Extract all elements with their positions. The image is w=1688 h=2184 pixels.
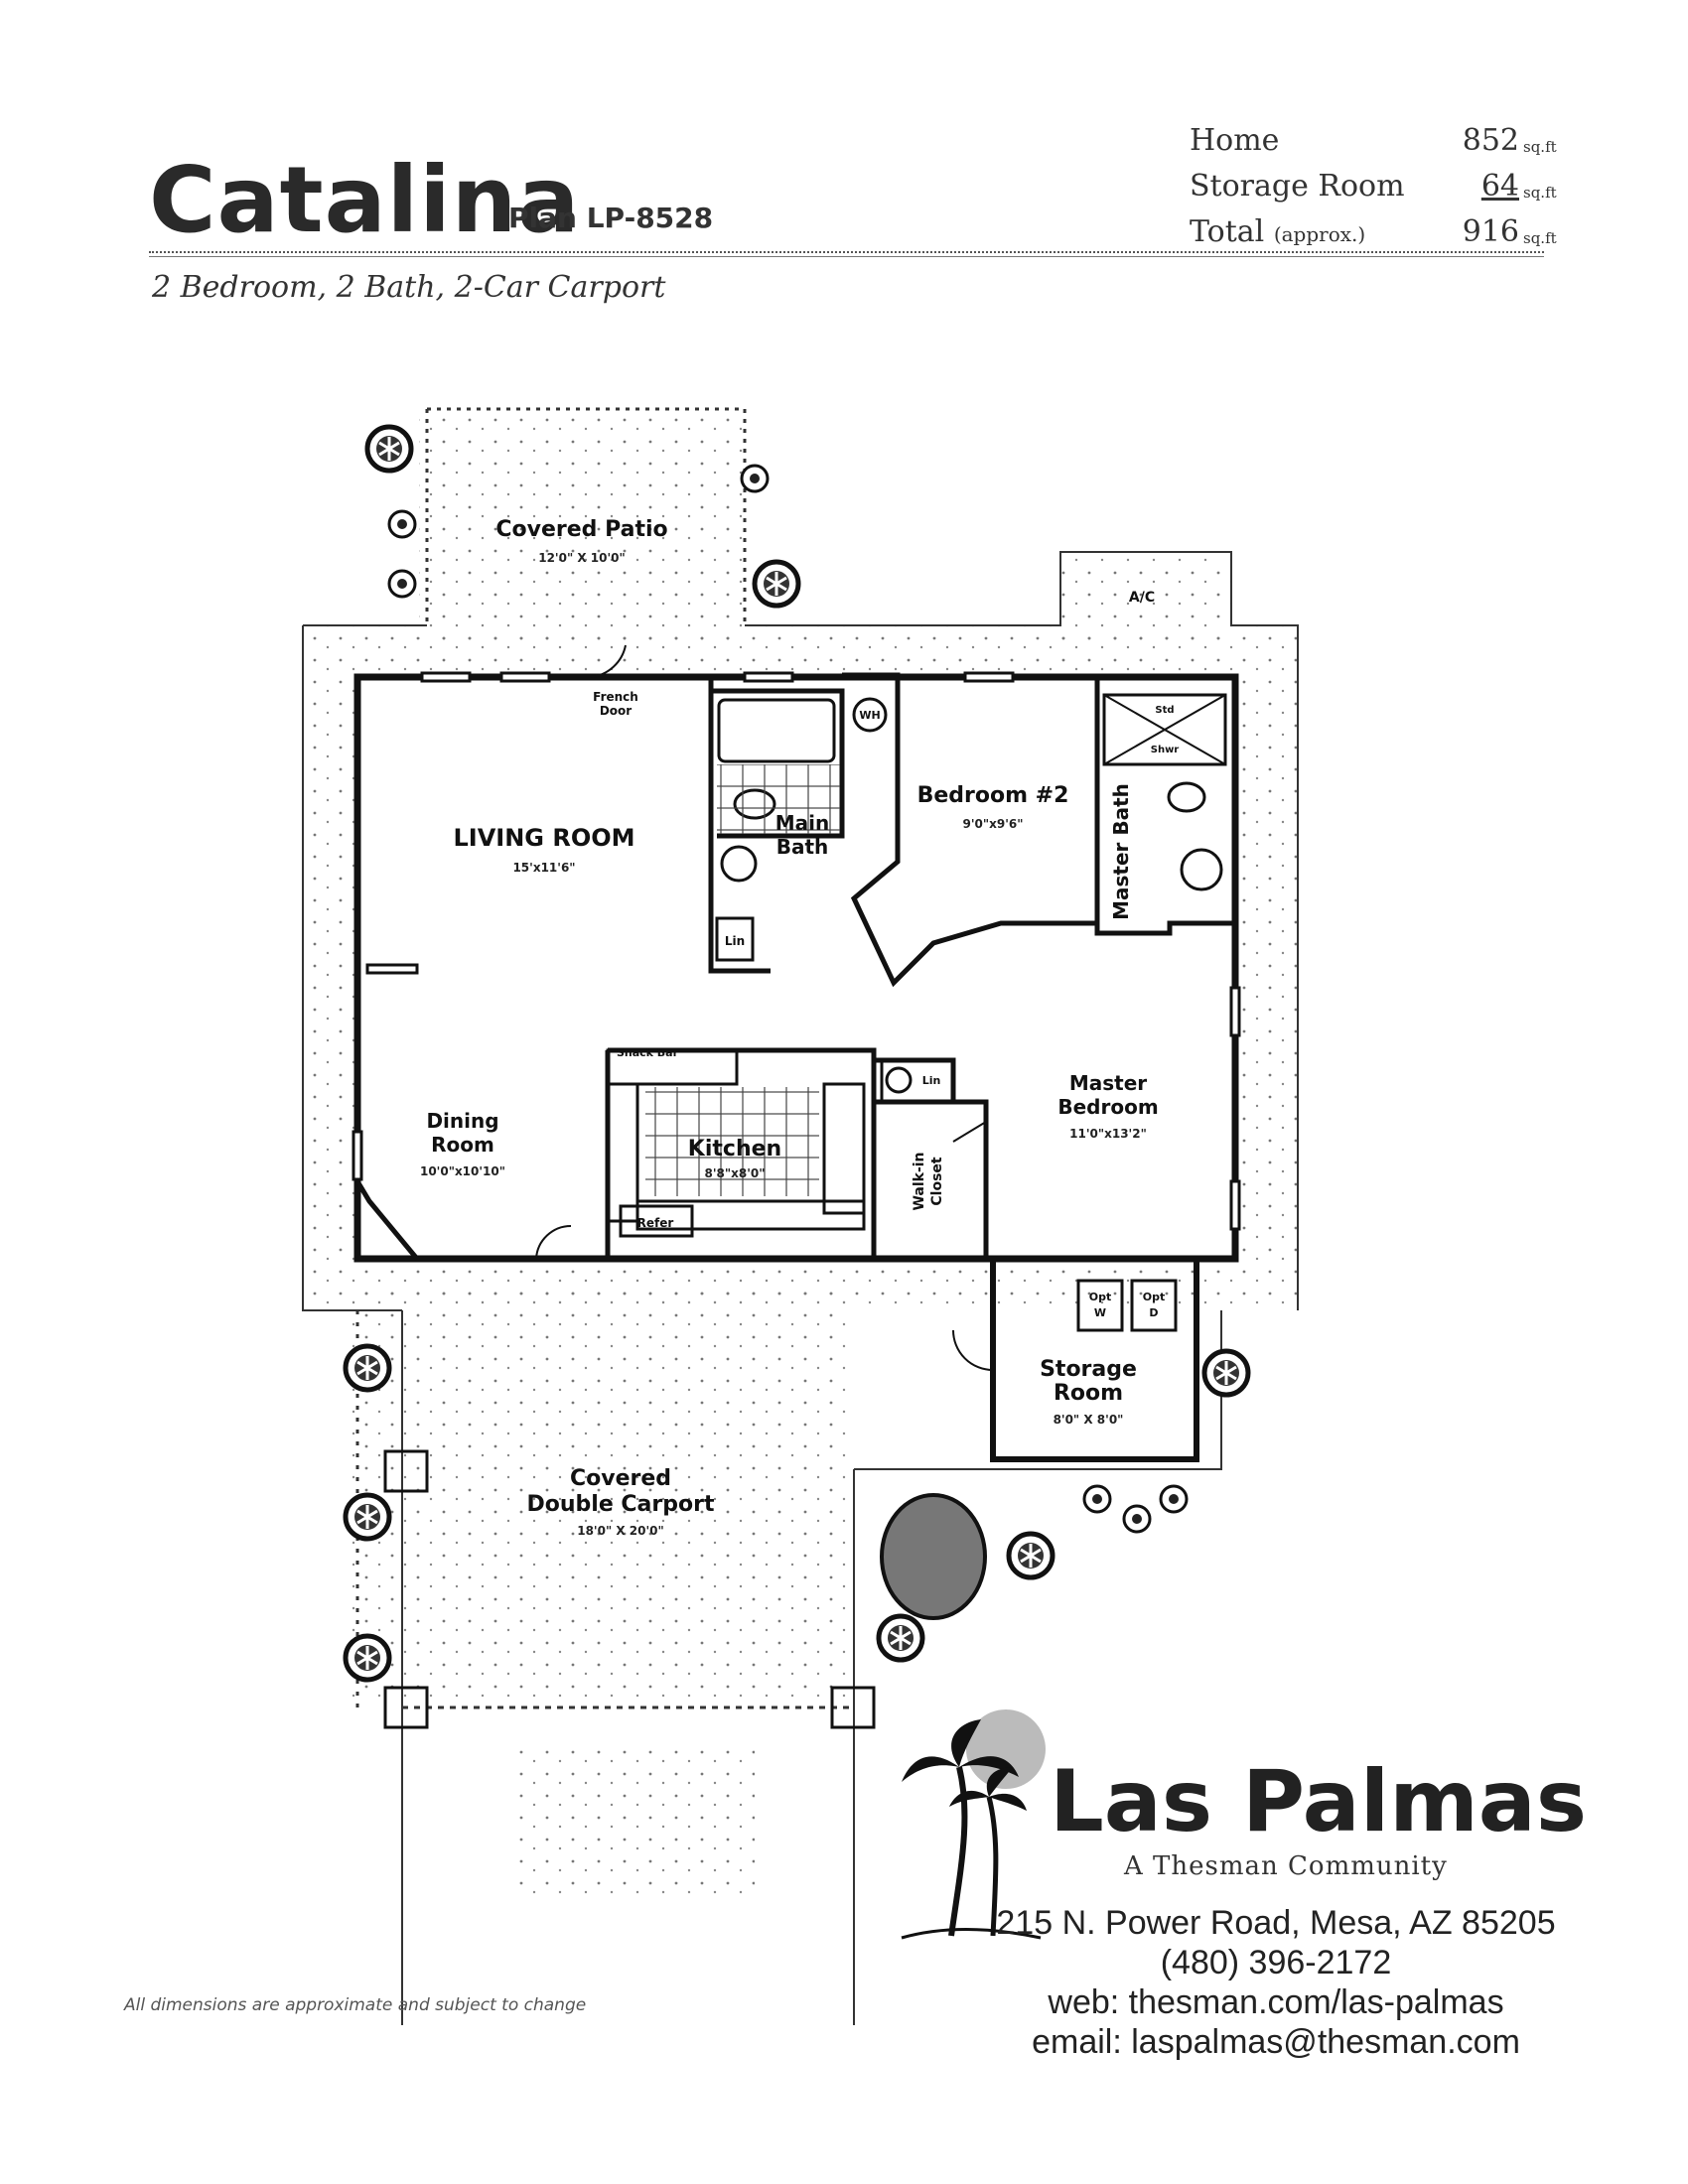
plan-title: Catalina [149,147,581,253]
living-room-label: LIVING ROOM [453,824,634,852]
area-row-home: Home 852 sq.ft [1190,121,1563,167]
dining-dims: 10'0"x10'10" [420,1164,505,1178]
phone: (480) 396-2172 [1160,1944,1392,1981]
brand-name: Las Palmas [1050,1752,1588,1851]
opt-w-label: Opt [1089,1291,1111,1303]
bedroom2-dims: 9'0"x9'6" [963,817,1024,831]
area-unit: sq.ft [1523,184,1557,202]
boulder-icon [880,1493,987,1620]
master-bedroom-label: Master [1069,1071,1147,1095]
plan-subtitle: 2 Bedroom, 2 Bath, 2-Car Carport [152,270,666,305]
area-value: 64 [1480,169,1519,204]
storage-label: Storage [1040,1357,1137,1382]
area-label: Storage Room [1190,169,1405,204]
plant-icon [387,569,417,599]
patio-label: Covered Patio [495,517,667,542]
palm-logo-icon [901,1709,1046,1940]
dining-label-2: Room [431,1133,494,1157]
storage-label-2: Room [1054,1381,1123,1406]
driveway-dots [516,1747,755,1896]
area-unit: sq.ft [1523,138,1557,156]
header-divider-solid [149,256,1544,257]
landscaping [346,427,1248,1680]
plant-icon [1122,1504,1152,1534]
carport-label: Covered [570,1466,671,1491]
disclaimer: All dimensions are approximate and subje… [124,1995,587,2015]
header-divider [149,251,1544,253]
area-value: 852 [1462,123,1519,158]
kitchen-label: Kitchen [688,1137,781,1161]
area-label: Home [1190,123,1280,158]
dining-label: Dining [426,1109,498,1133]
carport-dims: 18'0" X 20'0" [577,1524,664,1538]
linen-label-2: Lin [922,1074,941,1087]
area-row-total: Total (approx.) 916 sq.ft [1190,212,1563,258]
interior-walls [354,672,1235,1729]
closet-label: Closet [929,1157,945,1206]
shrub-icon [879,1616,922,1660]
opt-w-label-2: W [1094,1306,1106,1319]
shrub-icon [346,1636,389,1680]
door-swings [535,644,994,1371]
wh-label: WH [859,709,880,722]
snack-bar-label: Snack Bar [617,1046,679,1059]
carport-slab [352,1281,849,1698]
linen-label: Lin [725,934,745,948]
std-label: Std [1155,705,1174,716]
patio-dims: 12'0" X 10'0" [538,551,626,565]
area-value: 916 [1462,214,1519,249]
bath-tile [717,764,840,834]
area-label: Total (approx.) [1190,212,1450,258]
shrub-icon [1009,1534,1053,1577]
main-bath-label-2: Bath [776,835,829,859]
patio-slab [419,415,747,643]
area-qualifier: (approx.) [1273,222,1366,246]
shrub-icon [346,1346,389,1390]
area-row-storage: Storage Room 64 sq.ft [1190,167,1563,212]
ac-label: A/C [1129,590,1155,606]
storage-dims: 8'0" X 8'0" [1054,1413,1124,1427]
house-walls [353,673,1239,1263]
master-bedroom-label-2: Bedroom [1057,1095,1158,1119]
kitchen-tile [645,1087,819,1196]
site-boundaries [302,407,1299,2025]
ac-pad [1060,552,1231,641]
shwr-label: Shwr [1151,745,1180,755]
brand-tagline: A Thesman Community [1124,1851,1448,1881]
area-unit: sq.ft [1523,229,1557,247]
room-labels: Covered Patio 12'0" X 10'0" A/C French D… [420,517,1179,1538]
plan-number: Plan LP-8528 [508,202,714,234]
carport-label-2: Double Carport [527,1492,715,1517]
shrub-icon [755,562,798,606]
shrub-icon [1204,1351,1248,1395]
bedroom2-label: Bedroom #2 [917,783,1069,808]
plant-icon [1159,1484,1189,1514]
plant-icon [1082,1484,1112,1514]
master-bath-label: Master Bath [1109,783,1133,920]
windows [352,671,1241,1231]
plant-icon [740,464,770,493]
shrub-icon [346,1495,389,1539]
address: 215 N. Power Road, Mesa, AZ 85205 [996,1904,1556,1942]
kitchen-dims: 8'8"x8'0" [705,1166,766,1180]
main-bath-label: Main [775,811,830,835]
plant-icon [387,509,417,539]
master-bedroom-dims: 11'0"x13'2" [1069,1127,1147,1141]
walkin-label: Walk-in [912,1152,927,1210]
refer-label: Refer [637,1216,674,1230]
opt-d-label-2: D [1149,1306,1158,1319]
living-room-dims: 15'x11'6" [512,861,575,875]
french-door-label: French [593,690,638,704]
email-link[interactable]: email: laspalmas@thesman.com [1032,2023,1520,2061]
area-table: Home 852 sq.ft Storage Room 64 sq.ft Tot… [1190,121,1563,258]
shrub-icon [367,427,411,471]
opt-d-label: Opt [1143,1291,1165,1303]
french-door-label-2: Door [600,704,632,718]
area-total-label: Total [1190,214,1265,249]
website-link[interactable]: web: thesman.com/las-palmas [1048,1983,1504,2021]
